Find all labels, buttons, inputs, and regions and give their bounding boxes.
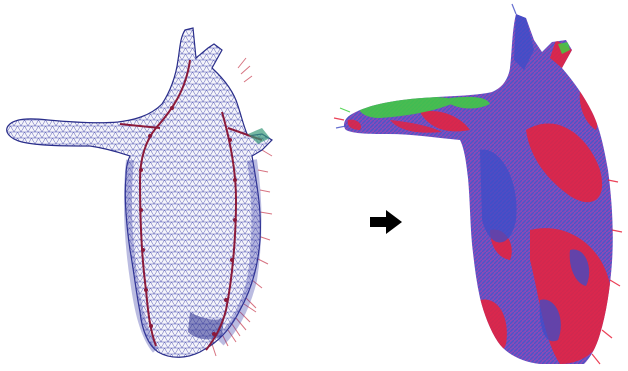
- wireframe-mesh-panel: [0, 0, 300, 371]
- direction-field-panel: [330, 0, 628, 371]
